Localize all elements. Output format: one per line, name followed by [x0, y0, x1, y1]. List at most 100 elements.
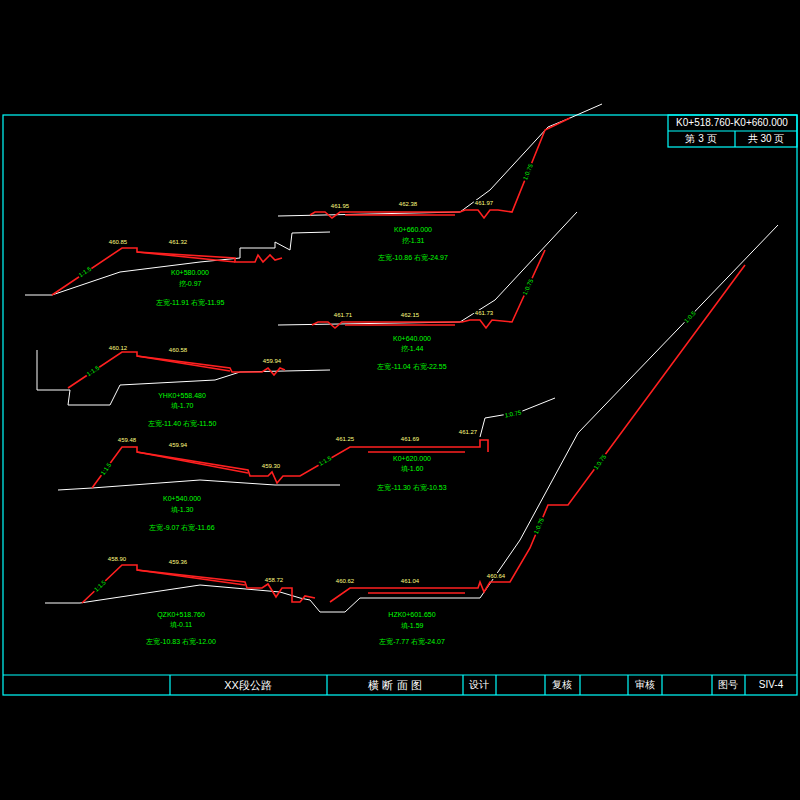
title-cell: 图号	[717, 680, 739, 690]
fill-cut: 填-1.59	[400, 622, 425, 629]
page-box	[668, 115, 797, 147]
elevation: 459.94	[168, 442, 188, 448]
elevation: 458.72	[264, 577, 284, 583]
sheet-range: K0+518.760-K0+660.000	[675, 118, 789, 128]
frame	[3, 115, 797, 695]
elevation: 460.64	[486, 573, 506, 579]
fill-cut: 挖-1.31	[401, 237, 426, 244]
slope-ratio: 1:0.5	[683, 309, 698, 324]
station: YHK0+558.480	[157, 392, 207, 399]
station: K0+640.000	[392, 335, 432, 342]
elevation: 459.48	[117, 437, 137, 443]
width-note: 左宽-10.83 右宽-12.00	[145, 638, 217, 645]
slope-ratio: 1:0.75	[503, 409, 522, 418]
elevation: 461.27	[458, 429, 478, 435]
width-note: 左宽-9.07 右宽-11.66	[148, 524, 215, 531]
cell-divider	[661, 675, 662, 695]
width-note: 左宽-7.77 右宽-24.07	[378, 638, 446, 645]
fill-cut: 填-0.11	[169, 621, 193, 628]
elevation: 461.97	[474, 200, 494, 206]
slope-ratio: 1:0.75	[521, 277, 534, 296]
fill-cut: 挖-0.97	[178, 280, 203, 287]
slope-ratio: 1:1.5	[92, 579, 107, 594]
pavement-line	[368, 592, 465, 594]
elevation: 460.85	[108, 239, 128, 245]
pavement-line	[137, 452, 248, 473]
pavement-line	[137, 356, 230, 371]
elevation: 461.25	[335, 436, 355, 442]
station: QZK0+518.760	[156, 611, 206, 618]
ground-line	[278, 212, 577, 325]
fill-cut: 填-1.60	[400, 465, 425, 472]
cell-divider	[326, 675, 327, 695]
design-line	[82, 565, 315, 603]
station: K0+660.000	[393, 226, 433, 233]
design-line	[68, 352, 285, 388]
slope-ratio: 1:1.5	[85, 364, 101, 378]
station: HZK0+601.650	[387, 611, 436, 618]
station: K0+620.000	[392, 455, 432, 462]
drawing-title: 横 断 面 图	[367, 680, 422, 691]
fill-cut: 挖-1.44	[400, 345, 425, 352]
pavement-line	[137, 570, 245, 585]
width-note: 左宽-11.91 右宽-11.95	[155, 299, 226, 306]
cell-divider	[744, 675, 745, 695]
fill-cut: 填-1.70	[170, 402, 195, 409]
elevation: 461.32	[168, 239, 188, 245]
road-name: XX段公路	[223, 680, 273, 691]
station: K0+540.000	[162, 495, 202, 502]
width-note: 左宽-11.30 右宽-10.53	[376, 484, 447, 491]
slope-ratio: 1:0.75	[592, 453, 608, 472]
ground-line	[37, 350, 330, 405]
cell-divider	[495, 675, 496, 695]
ground-line	[278, 104, 602, 216]
ground-line	[58, 480, 340, 490]
title-cell: 审核	[634, 680, 656, 690]
design-line	[310, 118, 570, 218]
ground-lines	[25, 104, 778, 612]
elevation: 461.71	[333, 312, 353, 318]
cell-divider	[462, 675, 463, 695]
elevation: 462.15	[400, 312, 420, 318]
design-line	[52, 248, 282, 295]
slope-ratio: 1:0.75	[522, 162, 535, 182]
ground-line	[25, 232, 330, 295]
elevation: 460.62	[335, 578, 355, 584]
page-total: 共 30 页	[747, 134, 786, 144]
cell-divider	[544, 675, 545, 695]
drawing-number: SIV-4	[758, 680, 784, 690]
design-line	[330, 265, 745, 602]
design-line	[92, 440, 488, 488]
slope-ratio: 1:1.5	[99, 461, 113, 477]
fill-cut: 填-1.30	[170, 506, 195, 513]
elevation: 459.94	[262, 358, 282, 364]
page-number: 第 3 页	[684, 134, 717, 144]
page-box-line	[734, 131, 735, 147]
page-box-line	[668, 130, 797, 131]
elevation: 461.95	[330, 203, 350, 209]
cell-divider	[711, 675, 712, 695]
width-note: 左宽-11.40 右宽-11.50	[147, 420, 218, 427]
width-note: 左宽-10.86 右宽-24.97	[377, 254, 449, 261]
slope-ratio: 1:1.5	[317, 455, 333, 468]
elevation: 460.12	[108, 345, 128, 351]
station: K0+580.000	[170, 269, 210, 276]
elevation: 459.30	[261, 463, 281, 469]
elevation: 461.73	[474, 310, 494, 316]
elevation: 462.38	[398, 201, 418, 207]
width-note: 左宽-11.04 右宽-22.55	[376, 363, 447, 370]
cell-divider	[169, 675, 170, 695]
elevation: 461.69	[400, 436, 420, 442]
pavement-line	[345, 324, 455, 326]
slope-ratio: 1:1.5	[77, 265, 93, 279]
title-row-line	[3, 674, 797, 675]
ground-line	[480, 398, 555, 437]
title-cell: 设计	[468, 680, 490, 690]
elevation: 459.36	[168, 559, 188, 565]
design-line	[312, 250, 545, 328]
slope-ratio: 1:0.75	[533, 516, 546, 536]
ground-line	[45, 225, 778, 612]
elevation: 458.90	[107, 556, 127, 562]
